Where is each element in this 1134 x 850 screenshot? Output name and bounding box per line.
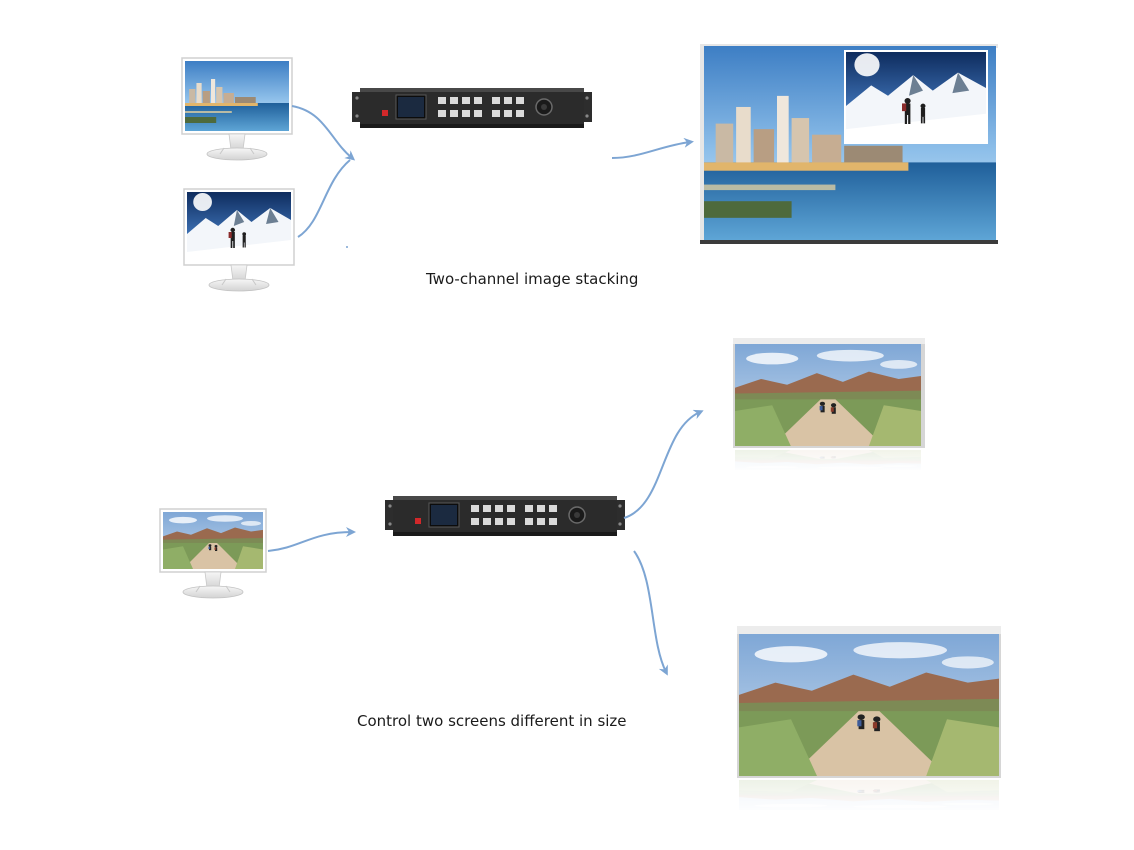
flow-arrow-city-to-processor [291,105,356,161]
stray-dot [346,246,348,248]
caption-two-screens: Control two screens different in size [357,712,627,730]
flow-arrow-processor-to-screen-large [633,550,668,676]
output-pip-snow-image [846,52,986,142]
input-monitor-trail [159,508,267,599]
snow-image [187,192,291,262]
output-screen-stacked [700,44,998,244]
video-processor-top [351,87,593,129]
input-monitor-snow [183,188,295,292]
trail-image-medium [735,344,921,446]
output-screen-large [716,626,1016,814]
flow-arrow-snow-to-processor [297,159,351,238]
flow-arrow-processor-to-output [611,137,694,159]
flow-arrow-processor-to-screen-small [623,409,704,519]
city-image [185,61,289,131]
output-screen-small [720,338,930,472]
trail-image-large [739,634,999,776]
trail-image-small [163,512,263,569]
flow-arrow-trail-to-processor [267,527,356,552]
input-monitor-city [181,57,293,161]
caption-two-channel: Two-channel image stacking [425,270,638,288]
video-processor-bottom [384,495,626,537]
